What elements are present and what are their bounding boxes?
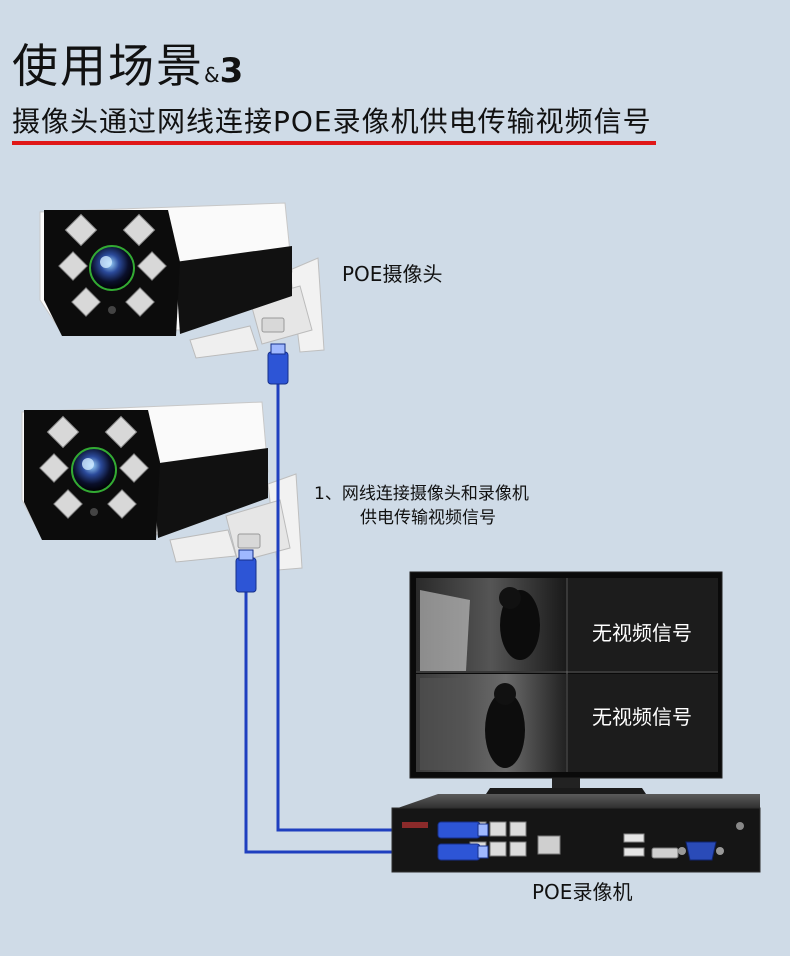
nvr-usb-ports: [623, 833, 645, 857]
camera-2-ir-leds: [39, 415, 149, 519]
rj45-connector-camera-2: [235, 549, 257, 593]
camera-1-bracket-joint: [261, 317, 285, 333]
poe-nvr-label: POE录像机: [532, 880, 633, 904]
camera-1-lens: [89, 245, 135, 291]
page-subtitle: 摄像头通过网线连接POE录像机供电传输视频信号: [12, 105, 652, 138]
nvr-sticker: [402, 822, 428, 828]
poe-nvr: [391, 794, 761, 873]
camera-2: [21, 401, 303, 571]
cable-note-line-2: 供电传输视频信号: [360, 508, 496, 528]
subtitle-underline: [12, 141, 656, 145]
monitor-no-signal-1: 无视频信号: [592, 621, 692, 645]
camera-1-mount-base: [189, 325, 259, 359]
cable-camera-1: [276, 384, 440, 832]
rj45-connector-nvr-1: [437, 821, 489, 839]
camera-2-sensor: [90, 508, 98, 516]
monitor-no-signal-2: 无视频信号: [592, 705, 692, 729]
camera-2-body-lower: [152, 448, 268, 538]
nvr-top: [392, 794, 760, 810]
rj45-connector-nvr-2: [437, 843, 489, 861]
cable-camera-2: [244, 592, 440, 854]
poe-camera-label: POE摄像头: [342, 262, 443, 286]
monitor: [409, 571, 723, 800]
title-number: 3: [219, 51, 246, 91]
monitor-neck: [552, 778, 580, 788]
cable-note-line-1: 1、网线连接摄像头和录像机: [314, 484, 529, 504]
monitor-tile-1: [568, 578, 718, 671]
rj45-connector-camera-1: [267, 343, 289, 385]
nvr-lan-port: [537, 835, 561, 855]
camera-2-mount-base: [169, 529, 237, 563]
nvr-power-button: [736, 822, 744, 830]
title-amp: &: [204, 63, 220, 87]
camera-1-body-lower: [175, 246, 292, 334]
camera-1-sensor: [108, 306, 116, 314]
camera-1: [39, 202, 325, 359]
nvr-vga-port: [685, 841, 717, 861]
camera-2-bracket-joint: [237, 533, 261, 549]
camera-2-lens: [71, 447, 117, 493]
title-text: 使用场景: [12, 39, 204, 93]
network-cables: [244, 384, 440, 854]
page-title: 使用场景&3: [12, 30, 245, 96]
nvr-hdmi-port: [651, 847, 679, 859]
monitor-tile-2: [568, 674, 718, 772]
camera-1-ir-leds: [58, 213, 167, 317]
nvr-front: [391, 807, 761, 873]
